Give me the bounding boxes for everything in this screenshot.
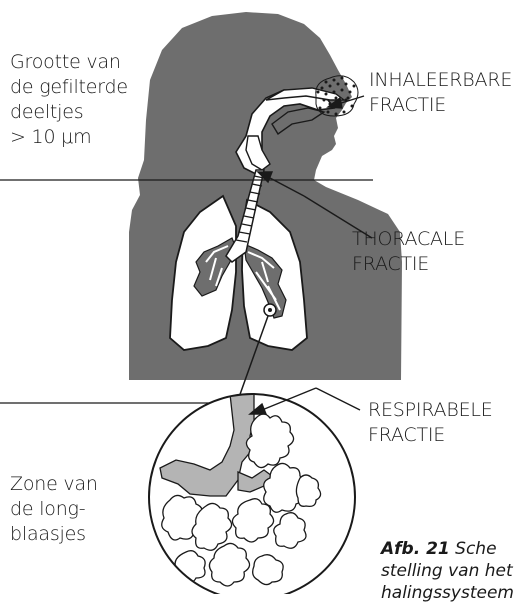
particle-size-line: de gefilterde	[10, 75, 128, 100]
alveoli-zone-line: Zone van	[10, 472, 98, 497]
caption-tag: Afb. 21	[381, 539, 450, 559]
thoracic-label-line: FRACTIE	[352, 252, 465, 277]
particle-size-line: > 10 μm	[10, 125, 128, 150]
caption-text: Sche	[455, 539, 496, 559]
alveoli-zone-label: Zone van de long- blaasjes	[10, 472, 98, 547]
caption-text: halingssysteem	[381, 582, 514, 604]
inhalable-fraction-label: INHALEERBARE FRACTIE	[369, 68, 512, 118]
inhalable-label-line: INHALEERBARE	[369, 68, 512, 93]
particle-size-line: deeltjes	[10, 100, 128, 125]
respirable-label-line: FRACTIE	[368, 423, 493, 448]
particle-size-label: Grootte van de gefilterde deeltjes > 10 …	[10, 50, 128, 150]
particle-size-line: Grootte van	[10, 50, 128, 75]
inhalable-label-line: FRACTIE	[369, 93, 512, 118]
thoracic-label-line: THORACALE	[352, 227, 465, 252]
alveoli-zone-line: de long-	[10, 497, 98, 522]
alveolus-marker-dot	[268, 308, 272, 312]
caption-first-line: Afb. 21 Sche	[381, 538, 514, 560]
thoracic-fraction-label: THORACALE FRACTIE	[352, 227, 465, 277]
respirable-fraction-label: RESPIRABELE FRACTIE	[368, 398, 493, 448]
caption-text: stelling van het	[381, 560, 514, 582]
alveoli-zone-line: blaasjes	[10, 522, 98, 547]
figure-caption: Afb. 21 Sche stelling van het halingssys…	[381, 538, 514, 604]
respirable-label-line: RESPIRABELE	[368, 398, 493, 423]
